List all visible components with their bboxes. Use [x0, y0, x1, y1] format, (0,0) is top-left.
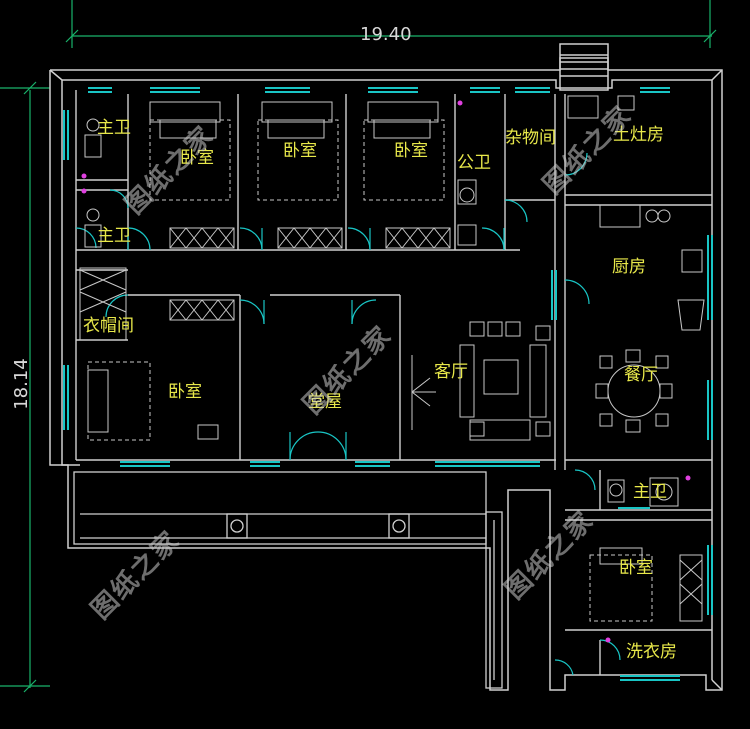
dimension-lines [0, 0, 717, 693]
room-bedroom-3: 卧室 [394, 141, 428, 161]
room-bedroom-5: 卧室 [619, 558, 653, 578]
room-bedroom-1: 卧室 [180, 148, 214, 168]
room-public-bath: 公卫 [457, 153, 491, 173]
room-living-room: 客厅 [434, 362, 468, 382]
room-main-hall: 堂屋 [308, 392, 342, 412]
room-master-bath-1: 主卫 [97, 118, 131, 138]
room-bedroom-4: 卧室 [168, 382, 202, 402]
interior-walls [75, 90, 712, 675]
markers [81, 100, 691, 643]
room-master-bath-2: 主卫 [97, 226, 131, 246]
height-dimension: 18.14 [10, 358, 32, 410]
porch [73, 471, 503, 689]
room-earth-stove: 土灶房 [613, 125, 664, 145]
width-dimension: 19.40 [360, 24, 412, 45]
outer-walls [49, 43, 723, 691]
room-master-bath-3: 主卫 [633, 482, 667, 502]
windows [63, 87, 713, 681]
room-cloakroom: 衣帽间 [83, 316, 134, 336]
doors [75, 152, 621, 676]
room-laundry: 洗衣房 [626, 642, 677, 662]
room-bedroom-2: 卧室 [283, 141, 317, 161]
furniture [79, 95, 705, 622]
room-kitchen: 厨房 [612, 257, 646, 277]
room-dining: 餐厅 [624, 365, 658, 385]
room-storage: 杂物间 [505, 128, 556, 148]
